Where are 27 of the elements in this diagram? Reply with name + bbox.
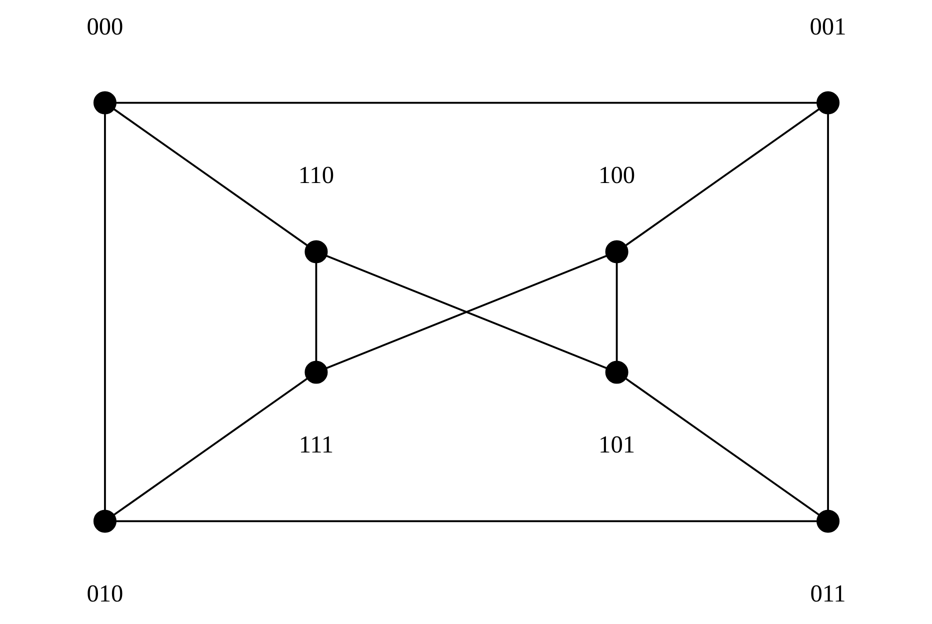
connector	[115, 520, 816, 522]
connector	[113, 108, 307, 246]
node-circle	[92, 91, 116, 114]
connector	[326, 255, 606, 369]
connector	[826, 114, 828, 510]
node-circle	[92, 510, 116, 533]
node-circle	[604, 360, 628, 384]
node-label: 010	[86, 580, 123, 608]
node-circle	[304, 240, 328, 264]
node-circle	[604, 240, 628, 264]
connector	[113, 378, 308, 516]
connector	[625, 108, 819, 246]
node-label: 100	[598, 162, 635, 190]
connector	[314, 262, 317, 362]
node-circle	[816, 510, 840, 533]
node-label: 111	[298, 432, 334, 459]
node-label: 001	[809, 13, 846, 40]
connector	[115, 102, 816, 104]
connector	[104, 114, 106, 510]
node-circle	[816, 91, 840, 114]
connector	[624, 378, 819, 516]
node-circle	[304, 360, 328, 384]
connector	[615, 262, 618, 362]
node-label: 000	[86, 13, 123, 40]
node-label: 101	[598, 432, 635, 459]
node-label: 110	[298, 162, 334, 190]
node-label: 011	[810, 580, 846, 608]
